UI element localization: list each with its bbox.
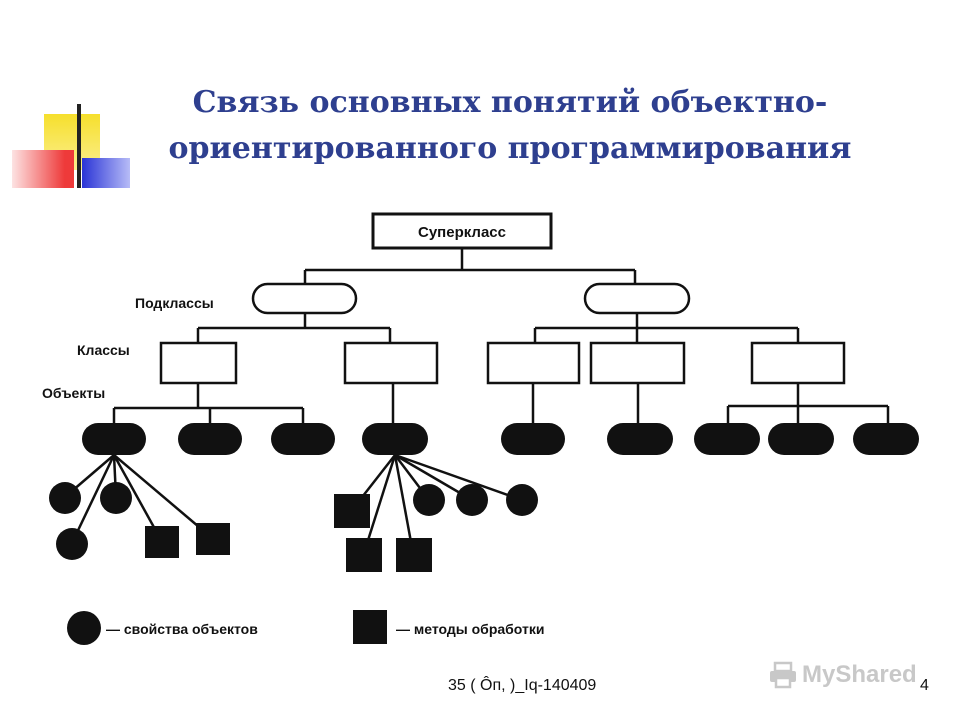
object-node-2	[178, 423, 242, 455]
legend-method-square	[353, 610, 387, 644]
class-node-3	[486, 341, 581, 385]
slide-title-line-1: Связь основных понятий объектно-	[192, 85, 828, 120]
object-node-9	[853, 423, 919, 455]
level-label-classes: Классы	[77, 342, 130, 358]
watermark-text: MyShared	[802, 661, 917, 688]
object-node-8	[768, 423, 834, 455]
property-circle	[100, 482, 132, 514]
connector-lines	[64, 248, 890, 554]
method-square	[346, 538, 382, 572]
slide-title-line-2: ориентированного программирования	[168, 131, 852, 166]
method-square	[334, 494, 370, 528]
level-label-subclasses: Подклассы	[135, 295, 214, 311]
subclass-node-2	[583, 282, 691, 315]
object-node-6	[607, 423, 673, 455]
decor-red-bar	[12, 150, 74, 188]
watermark: MyShared	[768, 658, 917, 692]
object-node-1	[82, 423, 146, 455]
legend-properties-label: — свойства объектов	[106, 621, 258, 637]
page-number: 4	[920, 677, 929, 694]
legend-methods-label: — методы обработки	[396, 621, 544, 637]
class-node-1	[159, 341, 238, 385]
subclass-node-1	[251, 282, 358, 315]
footer-text: 35 ( Ôп, )_Iq-140409	[448, 677, 597, 694]
property-circle	[506, 484, 538, 516]
property-circle	[413, 484, 445, 516]
class-node-4	[589, 341, 686, 385]
method-square	[145, 526, 179, 558]
decor-blue-bar	[82, 158, 130, 188]
property-circle	[56, 528, 88, 560]
decor-vertical-line	[77, 104, 81, 188]
class-node-2	[343, 341, 439, 385]
method-square	[196, 523, 230, 555]
object-node-4	[362, 423, 428, 455]
slide-title: Связь основных понятий объектно- ориенти…	[150, 80, 870, 172]
level-label-objects: Объекты	[42, 385, 105, 401]
object-node-3	[271, 423, 335, 455]
property-circle	[49, 482, 81, 514]
superclass-label: Суперкласс	[418, 224, 506, 241]
object-node-5	[501, 423, 565, 455]
printer-icon	[770, 661, 796, 689]
object-node-7	[694, 423, 760, 455]
legend-property-circle	[67, 611, 101, 645]
class-node-5	[750, 341, 846, 385]
property-circle	[456, 484, 488, 516]
method-square	[396, 538, 432, 572]
superclass-box	[371, 212, 553, 250]
